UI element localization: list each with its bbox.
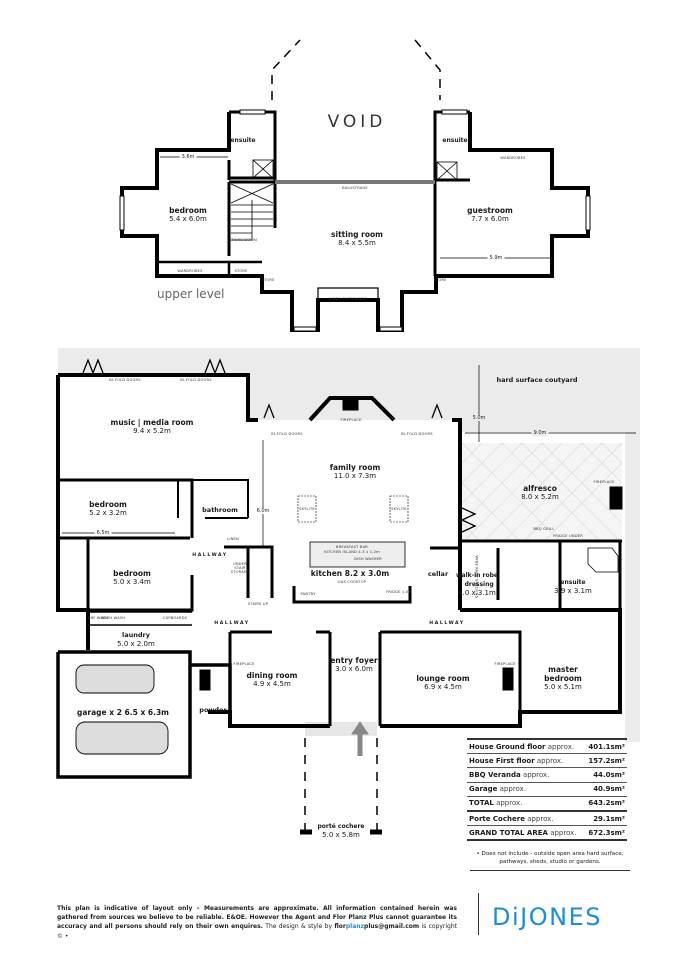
room-powder: powder [199,706,227,714]
area-row: BBQ Veranda approx. 44.0sm² [467,767,627,783]
fixture-linen-cupboards: LINEN CUPBOARDS [329,297,367,301]
fixture-bbq-grill: BBQ GRILL [533,527,555,531]
fixture-store: STORE [261,278,275,282]
fixture-dry-wash: DRY WASH [87,616,109,620]
fixture-under-stair: UNDER STAIR STORAGE [230,562,250,574]
area-summary-table: House Ground floor approx. 401.1sm² Hous… [467,738,627,842]
void-label: VOID [327,112,387,132]
room-upper-ensuite-left: ensuite [230,137,256,144]
email-link[interactable]: florplanzplus@gmail.com [334,923,420,931]
area-row: Porte Cochere approx. 29.1sm² [467,810,627,827]
room-bathroom: bathroom [202,506,238,514]
room-upper-ensuite-right: ensuite [442,137,468,144]
fixture-linen: LINEN [227,537,239,541]
fixture-bifold: BI-FOLD DOORS [109,378,141,382]
fixture-stairs-down: STAIRS DOWN [229,238,257,242]
fixture-wash-wash: WASH WASH [100,616,126,620]
area-row: Garage approx. 40.9sm² [467,782,627,797]
room-cellar: cellar [427,570,449,578]
fixture-fireplace: FIREPLACE [233,662,255,666]
fixture-store: STORE [433,278,447,282]
hallway-label: HALLWAY [214,621,250,626]
measure-6-5m: 6.5m [94,530,112,536]
fixture-bifold: BI-FOLD DOORS [401,432,433,436]
upper-level-heading: upper level [157,287,225,301]
room-garage: garage x 2 6.5 x 6.3m [76,708,170,717]
dijones-logo: DiJONES [492,903,602,931]
room-kitchen: kitchen 8.2 x 3.0m [310,569,390,578]
alfresco-floor [462,443,622,541]
fixture-kitchen-island: KITCHEN ISLAND 4.3 x 1.2m [324,550,380,554]
fixture-skylite: SKYLITE [299,507,315,511]
fixture-skylite: SKYLITE [391,507,407,511]
measure-6-0m: 6.0m [254,508,272,514]
fixture-cupboards: CUPBOARDS [162,616,188,620]
fixture-fireplace: FIREPLACE [340,418,362,422]
fixture-fireplace: FIREPLACE [593,480,615,484]
fixture-breakfast-bar: BREAKFAST BAR [336,545,368,549]
fixture-fridge: FRIDGE 1.0m [385,590,413,594]
fixture-gas-cooktop: GAS COOKTOP [337,580,367,584]
disclaimer-text: This plan is indicative of layout only –… [57,905,457,940]
fixture-fireplace: FIREPLACE [494,662,516,666]
area-row: House Ground floor approx. 401.1sm² [467,738,627,755]
fixture-wardrobes: WARDROBES [177,269,203,273]
courtyard-area [58,348,640,742]
fixture-dish-washer: DISH WASHER [354,557,382,561]
fixture-bifold: BI-FOLD DOORS [271,432,303,436]
balustrade [275,180,435,184]
fixture-wardrobes: WARDROBES [500,156,526,160]
courtyard-label: hard surface coutyard [496,376,578,384]
area-row: House First floor approx. 157.2sm² [467,753,627,769]
ground-level-plan [56,358,623,835]
upper-level-plan [119,39,591,332]
measure-5-0m: 5.0m [470,415,488,421]
fixture-wine-rack: WINE RACK SHELVING [474,555,479,599]
measure-3-6m: 3.6m [179,154,197,160]
fixture-stairs-up: STAIRS UP [247,602,269,606]
area-row-total: TOTAL approx. 643.2sm² [467,796,627,812]
balustrade-label: BALUSTRADE [342,186,368,190]
fixture-store: STORE [234,269,248,273]
logo-divider [478,893,479,935]
measure-9-0m: 9.0m [531,430,549,436]
fixture-fridge-under: FRIDGE UNDER [553,534,583,538]
measure-5-9m: 5.9m [487,255,505,261]
fixture-bifold: BI-FOLD DOORS [180,378,212,382]
hallway-label: HALLWAY [192,553,228,558]
hallway-label: HALLWAY [429,621,465,626]
fixture-pantry: PANTRY [300,592,316,596]
area-row-grand-total: GRAND TOTAL AREA approx. 672.3sm² [467,825,627,842]
area-note: • Does not include - outside open area h… [470,850,630,871]
